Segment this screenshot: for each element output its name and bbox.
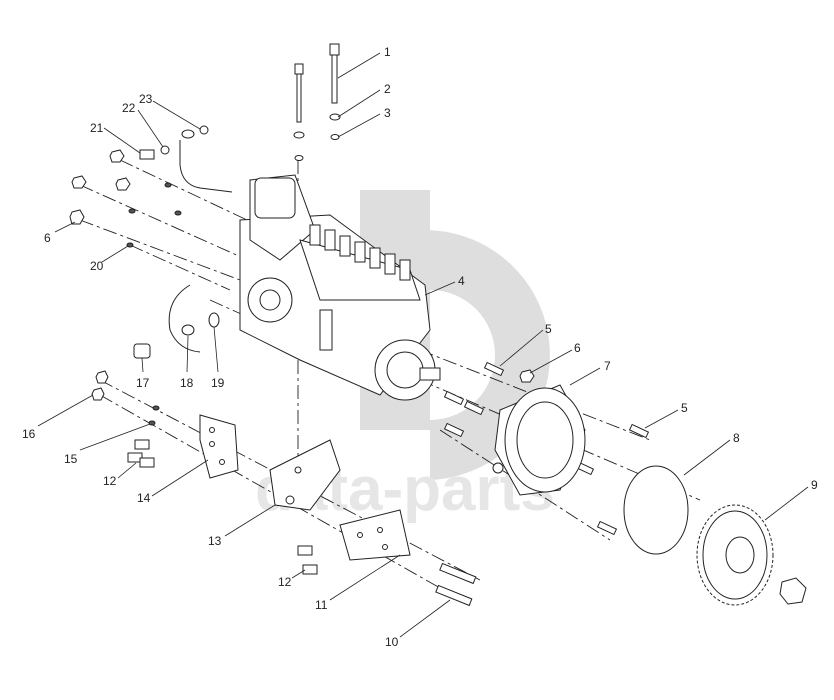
callout-labels: 1 2 3 4 5 6 7 5 8 9 6 20 21 22 23 17 18 …	[22, 45, 818, 649]
long-bolt-left	[294, 63, 304, 123]
drive-gear	[696, 504, 807, 606]
callout-2: 2	[384, 82, 391, 96]
callout-22: 22	[122, 101, 136, 115]
callout-10: 10	[385, 635, 399, 649]
callout-12a: 12	[103, 474, 117, 488]
callout-6a: 6	[574, 341, 581, 355]
callout-18: 18	[180, 376, 194, 390]
callout-7: 7	[604, 359, 611, 373]
callout-12b: 12	[278, 575, 292, 589]
leader-lines	[37, 52, 809, 638]
return-line-left	[133, 284, 220, 359]
callout-15: 15	[64, 452, 78, 466]
nuts-left	[69, 149, 182, 248]
bracket-14	[199, 414, 239, 479]
callout-20: 20	[90, 259, 104, 273]
callout-13: 13	[208, 534, 222, 548]
callout-4: 4	[458, 274, 465, 288]
callout-5a: 5	[545, 322, 552, 336]
mounting-bolts	[91, 370, 477, 607]
callout-1: 1	[384, 45, 391, 59]
bracket-11	[339, 509, 411, 561]
washers-top	[293, 113, 341, 161]
fuel-pipe-top	[139, 125, 233, 193]
callout-21: 21	[90, 121, 104, 135]
callout-8: 8	[733, 431, 740, 445]
callout-11: 11	[315, 598, 328, 612]
callout-9: 9	[811, 478, 818, 492]
injection-pump-body	[239, 174, 441, 401]
callout-17: 17	[136, 376, 150, 390]
callout-19: 19	[211, 376, 225, 390]
callout-14: 14	[137, 491, 151, 505]
delivery-valves	[309, 224, 411, 281]
callout-16: 16	[22, 427, 36, 441]
callout-3: 3	[384, 106, 391, 120]
long-bolt-right	[329, 43, 340, 104]
adapter-flange	[492, 384, 586, 496]
studs-right	[443, 361, 650, 536]
bracket-13	[269, 439, 341, 511]
o-ring	[623, 465, 689, 555]
callout-5b: 5	[681, 401, 688, 415]
callout-23: 23	[139, 92, 153, 106]
callout-6b: 6	[44, 231, 51, 245]
